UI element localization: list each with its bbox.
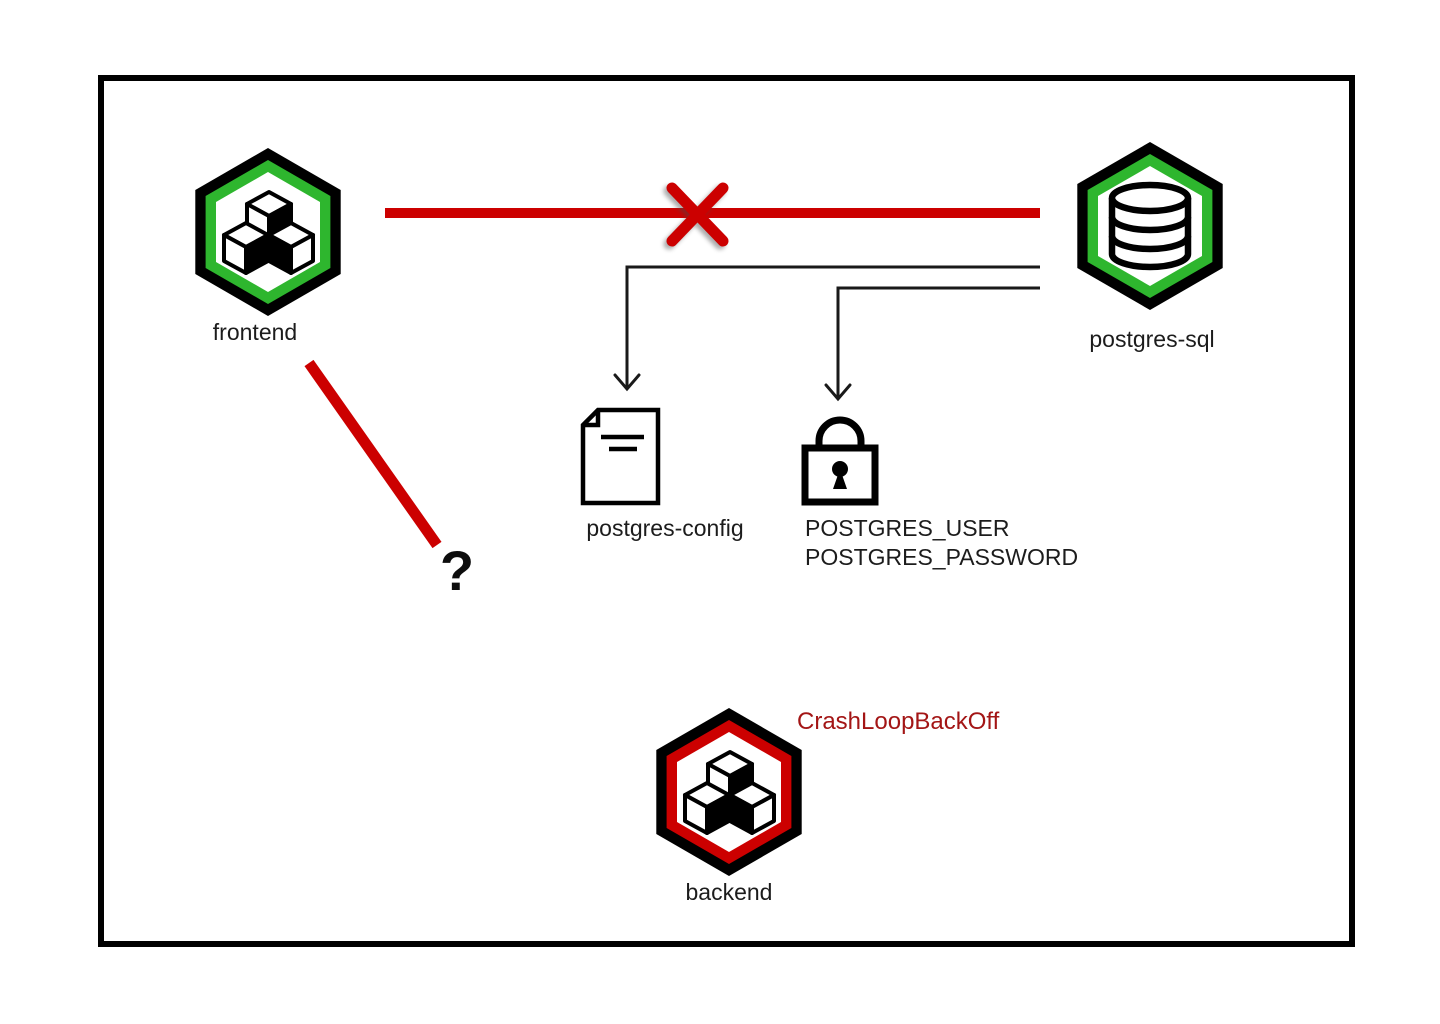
diagram-border: [98, 75, 1355, 947]
x-mark-stroke-2: [666, 182, 729, 247]
cubes-icon: [683, 750, 776, 835]
secret-env-user: POSTGRES_USER: [805, 515, 1010, 541]
frontend-label: frontend: [212, 319, 298, 345]
crashloopbackoff-status: CrashLoopBackOff: [797, 708, 1000, 735]
x-mark-icon: [666, 182, 729, 247]
document-icon: [580, 407, 661, 506]
question-mark: ?: [439, 539, 475, 602]
cubes-icon: [222, 190, 315, 275]
configmap-arrowhead: [613, 373, 641, 392]
postgres-sql-label: postgres-sql: [1089, 326, 1215, 352]
node-frontend: [195, 148, 341, 316]
configmap-arrow: [613, 265, 1040, 392]
secret-env-password: POSTGRES_PASSWORD: [805, 544, 1079, 570]
database-icon: [1108, 181, 1192, 271]
postgres-config-label: postgres-config: [586, 515, 744, 541]
secret-env-labels: POSTGRES_USER POSTGRES_PASSWORD: [805, 514, 1078, 572]
backend-label: backend: [685, 879, 773, 905]
secret-arrow: [824, 286, 1040, 402]
lock-icon: [801, 416, 879, 506]
node-backend: [656, 708, 802, 876]
secret-arrow-line: [836, 286, 1040, 398]
secret-arrowhead: [824, 383, 852, 402]
configmap-arrow-line: [625, 265, 1040, 388]
failed-connection-line: [304, 359, 442, 549]
node-postgres-sql: [1077, 142, 1223, 310]
